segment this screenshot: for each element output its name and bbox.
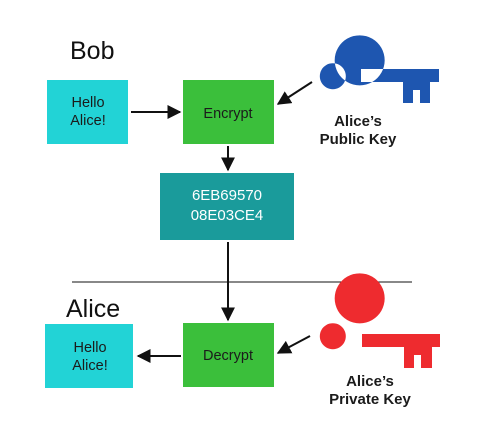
ciphertext-line1: 6EB69570	[192, 187, 262, 204]
alice-message-line2: Alice!	[72, 358, 107, 374]
encrypt-rect	[183, 80, 274, 144]
public-key-icon	[319, 35, 439, 103]
private-key-icon	[319, 273, 440, 368]
private-key-label-line2: Private Key	[329, 391, 411, 408]
private-key-label-line1: Alice’s	[346, 373, 394, 390]
bob-message-line2: Alice!	[70, 113, 105, 129]
ciphertext-line2: 08E03CE4	[191, 207, 264, 224]
arrow-privatekey-to-decrypt	[276, 335, 311, 354]
alice-message-box: Hello Alice!	[45, 324, 133, 388]
public-key-label-line2: Public Key	[320, 131, 397, 148]
ciphertext-box: 6EB69570 08E03CE4	[160, 173, 294, 240]
decrypt-label: Decrypt	[203, 348, 253, 364]
decrypt-rect	[183, 323, 274, 387]
decrypt-box: Decrypt	[183, 323, 274, 387]
alice-message-rect	[45, 324, 133, 388]
private-key-shape	[319, 273, 440, 368]
ciphertext-rect	[160, 173, 294, 240]
public-key-shape	[319, 35, 439, 103]
bob-message-box: Hello Alice!	[47, 80, 128, 144]
alice-message-line1: Hello	[73, 340, 106, 356]
bob-message-rect	[47, 80, 128, 144]
public-key-label-line1: Alice’s	[334, 113, 382, 130]
arrow-publickey-to-encrypt	[276, 81, 313, 105]
alice-title: Alice	[66, 295, 120, 323]
bob-message-line1: Hello	[71, 95, 104, 111]
bob-title: Bob	[70, 37, 114, 65]
encrypt-box: Encrypt	[183, 80, 274, 144]
encrypt-label: Encrypt	[203, 106, 252, 122]
